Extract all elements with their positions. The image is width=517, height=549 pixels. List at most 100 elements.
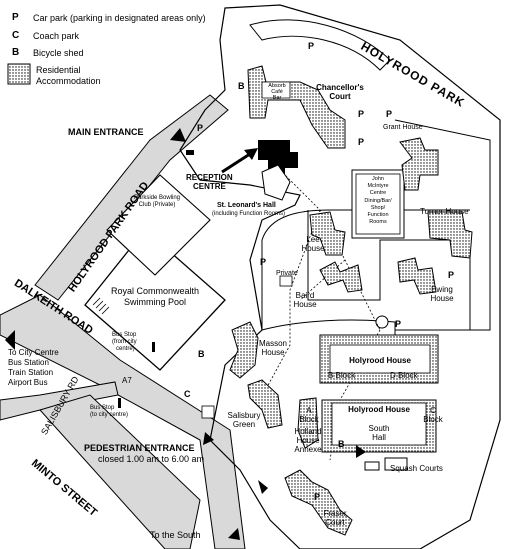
legend-residential-label-2: Accommodation [36,76,101,86]
bus-stop-to-marker [118,398,121,408]
mcintyre-label-2: McIntyre [367,183,389,189]
pedestrian-entrance-triangle-icon [203,432,214,445]
john-mcintyre-centre-building [351,169,405,239]
ewing-house-label-2: House [430,294,454,303]
pool-steps [92,297,110,315]
car-park-marker-chancellors-1: P [358,109,365,119]
salisbury-green-small [201,405,215,419]
holyrood-house-center [329,344,431,374]
absorb-label-3: Bar [272,95,282,101]
legend-bicycle-symbol: B [12,47,20,58]
mcintyre-label-1: John [372,176,384,182]
a-block-label-1: A [306,406,312,415]
c-block-label-1: C [430,406,436,415]
south-hall-label-2: Hall [372,433,386,442]
chancellors-court-building [247,65,346,149]
chancellors-court-label-2: Court [329,92,351,101]
absorb-label-1: Absorb [268,83,286,89]
bicycle-marker-pool: B [198,349,205,359]
south-hall-building [331,402,427,446]
reception-label-1: RECEPTION [186,173,233,182]
holyrood-house-label-2: Holyrood House [348,405,410,414]
bowling-club-label-1: Parkside Bowling [133,195,181,201]
baird-house-building [319,261,363,293]
legend-car-park-symbol: P [12,12,19,23]
bicycle-marker-south-hall: B [338,439,345,449]
holyrood-park-road [34,94,229,301]
masson-house-label-2: House [261,348,285,357]
private-label: Private [276,270,298,277]
ewing-house-label-1: Ewing [431,285,453,294]
st-leonards-sublabel: (including Function Rooms) [212,211,286,217]
grant-house-building [399,137,439,191]
st-leonards-label: St. Leonard's Hall [217,202,276,209]
bus-stop-from-marker [152,342,155,352]
north-car-park-loop [249,19,391,71]
lee-house-label-1: Lee [306,235,320,244]
a7-label: A7 [122,376,132,385]
to-city-label-4: Airport Bus [8,378,48,387]
pedestrian-hours-label: closed 1.00 am to 6.00 am [98,454,205,464]
baird-house-label-1: Baird [295,291,315,300]
annexe-label-3: Annexe [294,445,322,454]
st-leonards-hall-building [261,164,291,201]
minto-street [39,394,201,549]
pedestrian-entrance-label: PEDESTRIAN ENTRANCE [84,443,195,453]
legend-car-park-label: Car park (parking in designated areas on… [33,13,206,23]
to-city-label-1: To City Centre [8,348,59,357]
to-city-label-2: Bus Station [8,358,49,367]
bus-stop-from-label-1: Bus Stop [112,332,137,338]
squash-courts-building [384,457,408,471]
car-park-marker-lee: P [260,257,267,267]
salisbury-green-building [247,379,283,429]
masson-house-label-1: Masson [258,339,287,348]
bus-stop-from-label-3: centre) [116,346,135,352]
mcintyre-label-5: Shop/ [370,205,386,211]
legend-coach-park-label: Coach park [33,31,80,41]
chancellors-court-label-1: Chancellor's [316,83,364,92]
squash-courts-label: Squash Courts [390,464,443,473]
fraser-court-building [284,469,353,536]
c-block-label-2: Block [423,415,443,424]
car-park-marker-roundabout: P [395,319,402,329]
pool-label-2: Swimming Pool [123,297,187,307]
car-park-marker-grant: P [386,109,393,119]
b-block-label: B Block [328,371,356,380]
to-the-south-label: To the South [150,530,201,540]
salisbury-green-label-1: Salisbury [227,411,261,420]
south-hall-label-1: South [368,424,390,433]
upper-triangle-icon [356,445,366,458]
main-entrance-label: MAIN ENTRANCE [68,127,144,137]
car-park-marker-fraser: P [314,492,321,502]
bowling-club-label-2: Club (Private) [138,202,176,208]
car-park-marker-entrance: P [197,123,204,133]
fraser-court-label-2: Court [325,518,345,527]
to-city-label-3: Train Station [8,368,54,377]
reception-centre-building [258,140,298,175]
grant-house-label: Grant House [383,124,423,131]
absorb-label-2: Café [271,89,283,95]
bus-stop-to-label-2: (to city centre) [90,412,129,418]
reception-arrow [221,150,254,174]
pool-label-1: Royal Commonwealth [110,286,200,296]
squash-courts-building-2 [364,461,380,471]
private-building [279,275,293,287]
salisbury-road [0,381,119,421]
reception-arrow-head [244,148,258,160]
car-park-marker-chancellors-2: P [358,137,365,147]
bicycle-marker-chancellors: B [238,81,245,91]
absorb-cafe-building [261,81,291,99]
legend-bicycle-label: Bicycle shed [33,48,84,58]
internal-road-main [261,209,470,345]
swimming-pool-building [84,229,226,371]
holyrood-house-label: Holyrood House [349,356,411,365]
bus-stop-to-label-1: Bus Stop [90,405,115,411]
main-entrance-triangle-icon [170,128,186,142]
reception-triangle-icon [258,480,268,494]
lee-house-building [309,211,346,256]
fraser-court-label-1: Fraser [323,509,347,518]
mcintyre-label-3: Centre [369,190,387,196]
mcintyre-label-4: Dining/Bar/ [364,198,392,204]
annexe-label-1: Holland [294,427,322,436]
